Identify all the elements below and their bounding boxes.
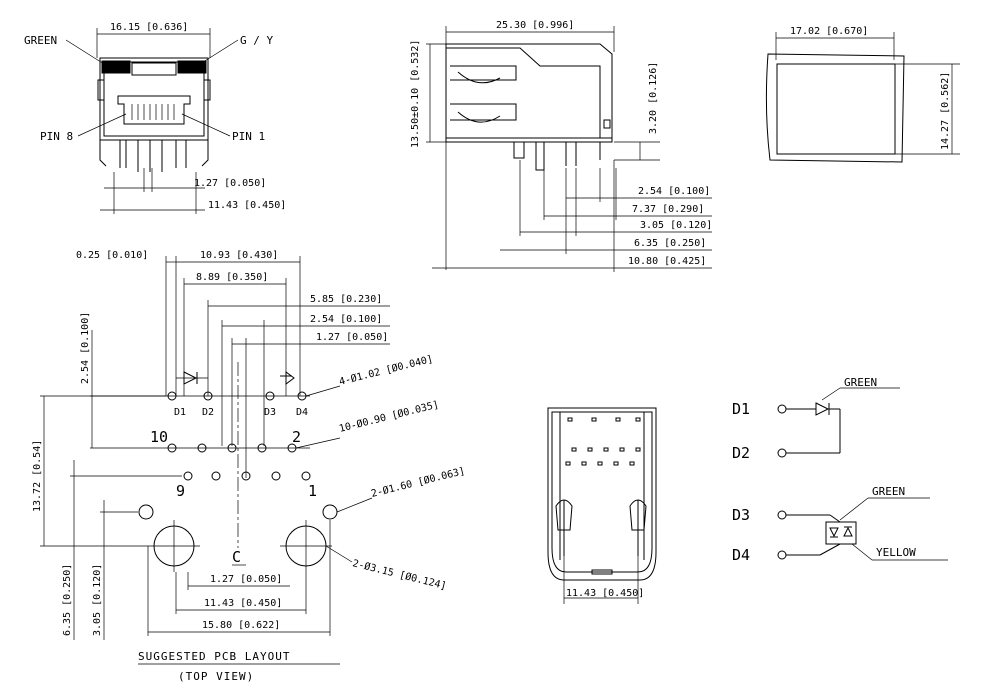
centerline-label: C [232,548,241,566]
port-width-dim: 17.02 [0.670] [790,26,868,37]
pcb-left-dim-6-35: 6.35 [0.250] [62,564,73,636]
pcb-dim-1-27: 1.27 [0.050] [316,332,388,343]
side-row-dim-4: 6.35 [0.250] [634,238,706,249]
pcb-layout-subtitle: (TOP VIEW) [178,670,254,683]
side-view: 25.30 [0.996] 13.50±0.10 [0.532] 3.20 [0… [410,20,712,272]
front-pitch-dim: 1.27 [0.050] [194,178,266,189]
front-green-label: GREEN [24,34,57,47]
pin8-label: PIN 8 [40,130,73,143]
pcb-dim-10-93: 10.93 [0.430] [200,250,278,261]
side-length-dim: 25.30 [0.996] [496,20,574,31]
pcb-layout-title: SUGGESTED PCB LAYOUT [138,650,290,663]
led-hole-d2: D2 [202,407,214,418]
pcb-bottom-dim-1-27: 1.27 [0.050] [210,574,282,585]
side-row-dim-5: 10.80 [0.425] [628,256,706,267]
pcb-bottom-dim-11-43: 11.43 [0.450] [204,598,282,609]
led-schematic: D1 D2 D3 D4 GREEN GREEN YELLOW [732,376,948,564]
led-hole-d4: D4 [296,407,308,418]
pcb-left-dim-3-05: 3.05 [0.120] [92,564,103,636]
port-height-dim: 14.27 [0.562] [940,72,951,150]
side-lead-dim: 3.20 [0.126] [648,62,659,134]
front-view: 16.15 [0.636] GREEN G / Y PIN 8 PIN 1 [24,22,286,214]
note-led-holes: 4-Ø1.02 [Ø0.040] [338,353,434,388]
port-view: 17.02 [0.670] 14.27 [0.562] [765,26,960,163]
pin-label-9: 9 [176,482,185,500]
pcb-dim-2-54: 2.54 [0.100] [310,314,382,325]
schematic-d4: D4 [732,546,750,564]
pin-label-1: 1 [308,482,317,500]
side-row-dim-2: 7.37 [0.290] [632,204,704,215]
schematic-d1: D1 [732,400,750,418]
side-height-dim: 13.50±0.10 [0.532] [410,40,421,148]
note-mounting-holes: 2-Ø3.15 [Ø0.124] [351,557,447,592]
bottom-width-dim: 11.43 [0.450] [566,588,644,599]
schematic-green-2: GREEN [872,485,905,498]
pin-label-2: 2 [292,428,301,446]
side-row-dim-3: 3.05 [0.120] [640,220,712,231]
pcb-left-dim-13-72: 13.72 [0.54] [32,440,43,512]
led-hole-d1: D1 [174,407,186,418]
pin1-label: PIN 1 [232,130,265,143]
note-signal-holes: 10-Ø0.90 [Ø0.035] [338,399,440,435]
pcb-bottom-dim-15-80: 15.80 [0.622] [202,620,280,631]
bottom-view: 11.43 [0.450] [547,407,657,604]
schematic-d2: D2 [732,444,750,462]
schematic-d3: D3 [732,506,750,524]
schematic-yellow: YELLOW [876,546,916,559]
pcb-layout: 0.25 [0.010] 10.93 [0.430] 8.89 [0.350] … [32,250,466,683]
pcb-dim-5-85: 5.85 [0.230] [310,294,382,305]
front-width-dim: 16.15 [0.636] [110,22,188,33]
front-gy-label: G / Y [240,34,273,47]
note-locating-holes: 2-Ø1.60 [Ø0.063] [370,465,466,500]
side-row-dim-1: 2.54 [0.100] [638,186,710,197]
pin-label-10: 10 [150,428,168,446]
pcb-dim-8-89: 8.89 [0.350] [196,272,268,283]
led-hole-d3: D3 [264,407,276,418]
schematic-green-1: GREEN [844,376,877,389]
pcb-left-dim-2-54: 2.54 [0.100] [80,312,91,384]
front-span-dim: 11.43 [0.450] [208,200,286,211]
pcb-dim-0-25: 0.25 [0.010] [76,250,148,261]
